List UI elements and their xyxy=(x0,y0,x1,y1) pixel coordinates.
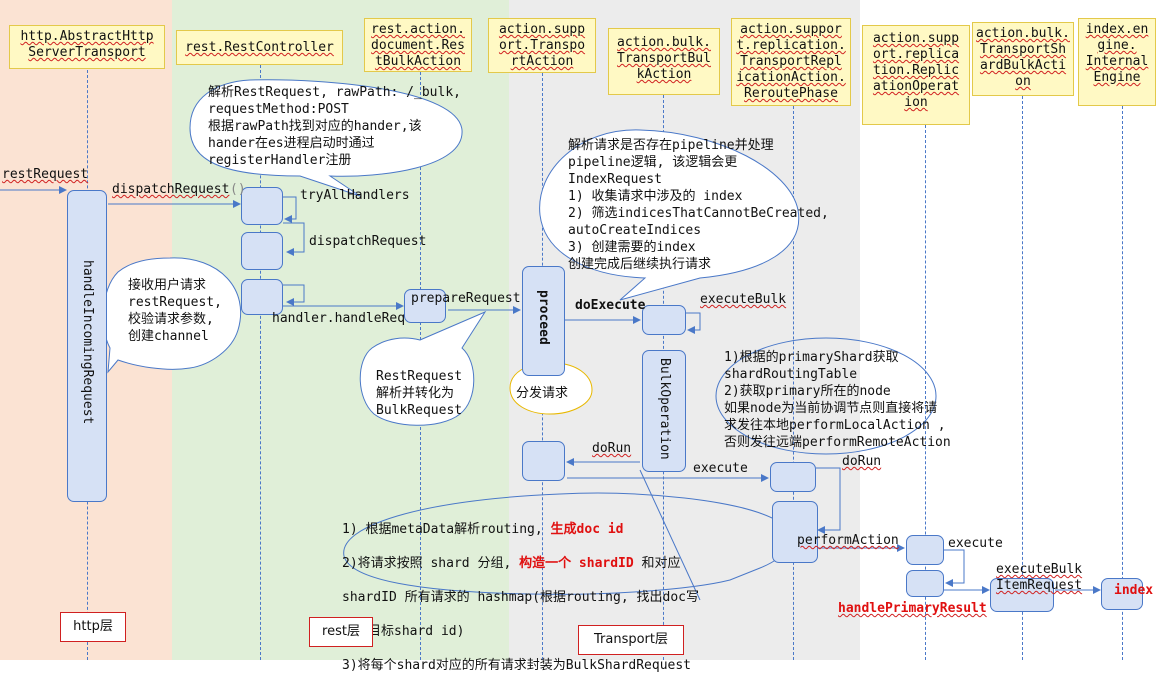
msg-handle-primary-result: handlePrimaryResult xyxy=(838,601,987,616)
header-http-transport: http.AbstractHttp ServerTransport xyxy=(9,25,165,69)
header-transport-bulk-action: action.bulk. TransportBul kAction xyxy=(608,28,720,95)
activation-proceed xyxy=(522,266,565,376)
activation-do-run xyxy=(522,441,565,481)
lifeline-reroute xyxy=(793,106,794,660)
arrows-layer xyxy=(0,79,1101,601)
msg-perform-action: performAction xyxy=(797,533,899,548)
header-rest-controller: rest.RestController xyxy=(176,30,343,65)
layer-label-transport: Transport层 xyxy=(578,625,684,655)
lifeline-engine xyxy=(1122,106,1123,660)
msg-execute-bulk: executeBulk xyxy=(700,292,787,307)
msg-execute-bulk-item-request: executeBulk ItemRequest xyxy=(996,562,1083,593)
handle-incoming-request-label: handleIncomingRequest xyxy=(80,260,95,425)
msg-prepare-request: prepareRequest xyxy=(411,291,521,306)
user-note-text: 接收用户请求 restRequest, 校验请求参数, 创建channel xyxy=(128,278,222,344)
msg-execute-2: execute xyxy=(948,536,1003,551)
msg-do-run-2: doRun xyxy=(842,454,882,469)
msg-index: index xyxy=(1114,583,1154,598)
activation-handle-primary xyxy=(906,570,944,597)
activation-rest-1 xyxy=(241,187,283,225)
header-rest-bulk-action: rest.action. document.Res tBulkAction xyxy=(364,18,472,72)
user-note-bubble xyxy=(102,257,242,374)
pipeline-note-text: 解析请求是否存在pipeline并处理 pipeline逻辑, 该逻辑会更 In… xyxy=(568,138,829,272)
rest-note-bubble xyxy=(189,79,463,197)
lifeline-repop xyxy=(925,125,926,660)
activation-prepare-request xyxy=(404,289,446,323)
msg-do-execute: doExecute xyxy=(575,298,646,313)
activation-perform-action xyxy=(906,535,944,565)
bulk-operation-label: BulkOperation xyxy=(657,358,672,460)
msg-dispatch-paren: () xyxy=(230,182,246,197)
activation-rest-3 xyxy=(241,279,283,315)
layer-label-rest: rest层 xyxy=(309,617,373,647)
header-replication-operation: action.supp ort.replica tion.Replic atio… xyxy=(862,25,970,125)
dispatch-note-text: 分发请求 xyxy=(516,386,569,401)
activation-handle-incoming-request xyxy=(67,190,107,502)
activation-reroute-execute xyxy=(770,462,816,492)
lifeline-tsba xyxy=(1022,96,1023,660)
shard-note-text: 1)根据的primaryShard获取 shardRoutingTable 2)… xyxy=(724,350,951,450)
pipeline-note-bubble xyxy=(539,129,800,301)
header-transport-shard-bulk: action.bulk. TransportSh ardBulkActi on xyxy=(972,22,1074,96)
lifeline-rest xyxy=(260,65,261,660)
rest-note-text: 解析RestRequest, rawPath: /_bulk, requestM… xyxy=(208,85,461,168)
msg-execute-1: execute xyxy=(693,461,748,476)
header-transport-action: action.supp ort.Transpo rtAction xyxy=(488,18,596,73)
msg-dispatch-request: dispatchRequest xyxy=(112,182,230,197)
activation-index xyxy=(1101,578,1143,610)
routing-note-bubble xyxy=(343,469,790,601)
msg-do-run-1: doRun xyxy=(592,441,632,456)
activation-bulk-operation xyxy=(642,350,686,472)
activation-execute-bulk-item xyxy=(990,578,1054,612)
activation-rest-2 xyxy=(241,232,283,270)
header-reroute-phase: action.suppor t.replication. TransportRe… xyxy=(731,18,851,106)
msg-rest-request: restRequest xyxy=(2,167,89,182)
msg-handle-request: handler.handleRequest xyxy=(272,311,406,326)
activation-do-execute xyxy=(642,305,686,335)
parse-note-bubble xyxy=(359,310,487,426)
layer-label-http: http层 xyxy=(60,612,126,642)
proceed-label: proceed xyxy=(536,290,551,345)
activation-reroute-do-run xyxy=(772,501,818,563)
parse-note-text: RestRequest 解析并转化为 BulkRequest xyxy=(376,369,463,418)
msg-dispatch-request-2: dispatchRequest xyxy=(309,234,427,249)
shard-note-bubble xyxy=(715,337,937,455)
routing-note-text: 1) 根据metaData解析routing, 生成doc id 2)将请求按照… xyxy=(342,522,699,673)
msg-try-all-handlers: tryAllHandlers xyxy=(300,188,410,203)
header-internal-engine: index.en gine. Internal Engine xyxy=(1078,18,1156,106)
